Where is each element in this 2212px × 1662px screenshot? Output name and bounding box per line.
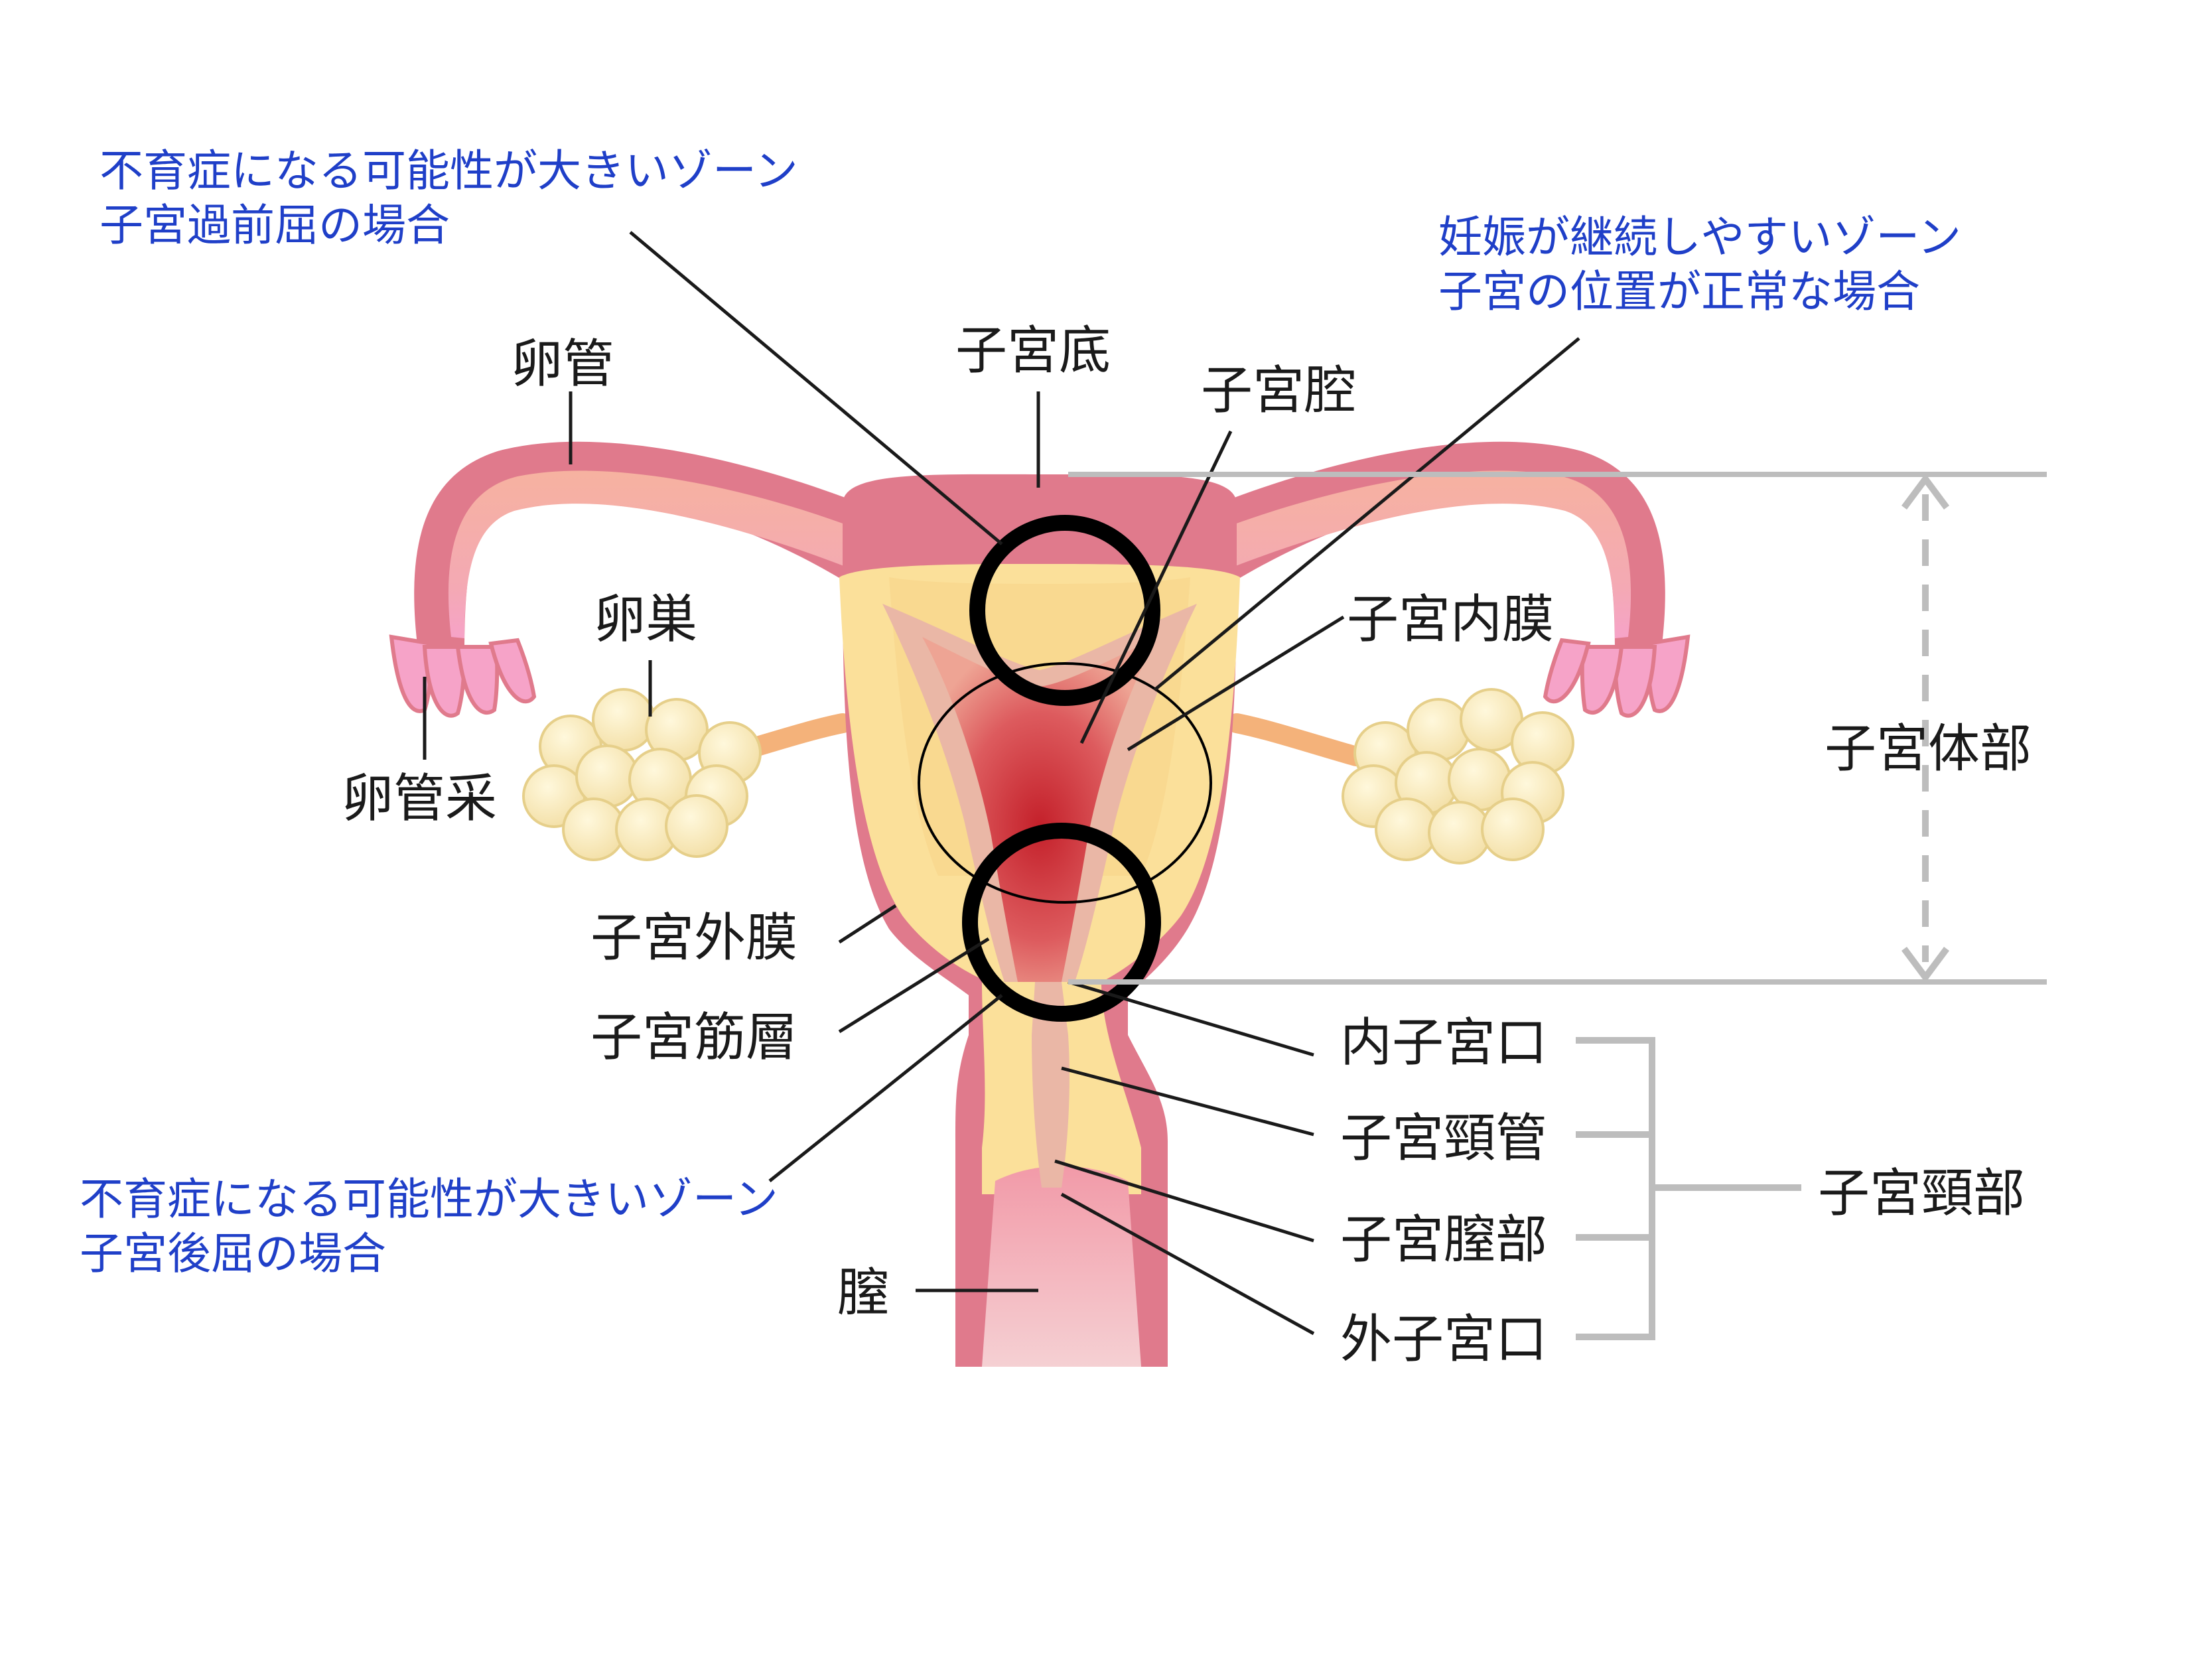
label-uterine-cavity: 子宮腔 bbox=[1201, 361, 1356, 421]
arrow-down-icon bbox=[1901, 947, 1950, 983]
right-ovary bbox=[1342, 688, 1574, 865]
left-ovary bbox=[522, 688, 762, 861]
retroflexion-zone-case: 子宮後屈の場合 bbox=[80, 1228, 386, 1279]
anteflexion-zone-ring bbox=[969, 515, 1160, 706]
uterine-body-bracket bbox=[1068, 472, 2047, 985]
label-perimetrium: 子宮外膜 bbox=[590, 908, 797, 968]
label-fundus: 子宮底 bbox=[955, 321, 1111, 381]
retroflexion-zone-ring bbox=[962, 823, 1161, 1022]
left-fimbriae bbox=[389, 634, 537, 718]
cervical-canal bbox=[1032, 982, 1070, 1188]
uterine-cavity bbox=[922, 637, 1157, 982]
label-external-os: 外子宮口 bbox=[1340, 1310, 1547, 1369]
label-internal-os: 内子宮口 bbox=[1340, 1013, 1547, 1073]
arrow-up-icon bbox=[1901, 473, 1950, 510]
label-endometrium: 子宮内膜 bbox=[1347, 590, 1554, 650]
label-vagina: 膣 bbox=[837, 1263, 889, 1323]
label-uterine-body: 子宮体部 bbox=[1825, 719, 2032, 779]
label-myometrium: 子宮筋層 bbox=[590, 1008, 797, 1068]
right-tube-lumen bbox=[1217, 470, 1631, 638]
right-ovarian-ligament bbox=[1227, 713, 1366, 766]
leader-lines bbox=[423, 231, 1580, 1336]
label-vaginal-portion: 子宮膣部 bbox=[1340, 1210, 1547, 1270]
cervix-bracket bbox=[1576, 1037, 1801, 1340]
label-cervical-canal: 子宮頸管 bbox=[1340, 1109, 1547, 1168]
normal-zone-ellipse bbox=[918, 662, 1212, 904]
retroflexion-zone-title: 不育症になる可能性が大きいゾーン bbox=[80, 1174, 778, 1225]
label-cervix: 子宮頸部 bbox=[1818, 1164, 2025, 1223]
anteflexion-zone-case: 子宮過前屈の場合 bbox=[100, 200, 450, 251]
label-fimbriae: 卵管采 bbox=[342, 769, 497, 829]
left-tube-lumen bbox=[448, 470, 863, 638]
normal-zone-title: 妊娠が継続しやすいゾーン bbox=[1438, 212, 1961, 263]
vagina-canal bbox=[982, 1166, 1141, 1367]
anteflexion-zone-title: 不育症になる可能性が大きいゾーン bbox=[100, 145, 798, 196]
right-fimbriae bbox=[1543, 634, 1691, 718]
normal-zone-case: 子宮の位置が正常な場合 bbox=[1438, 266, 1920, 317]
label-ovary: 卵巣 bbox=[594, 590, 697, 650]
label-fallopian-tube: 卵管 bbox=[511, 334, 614, 394]
